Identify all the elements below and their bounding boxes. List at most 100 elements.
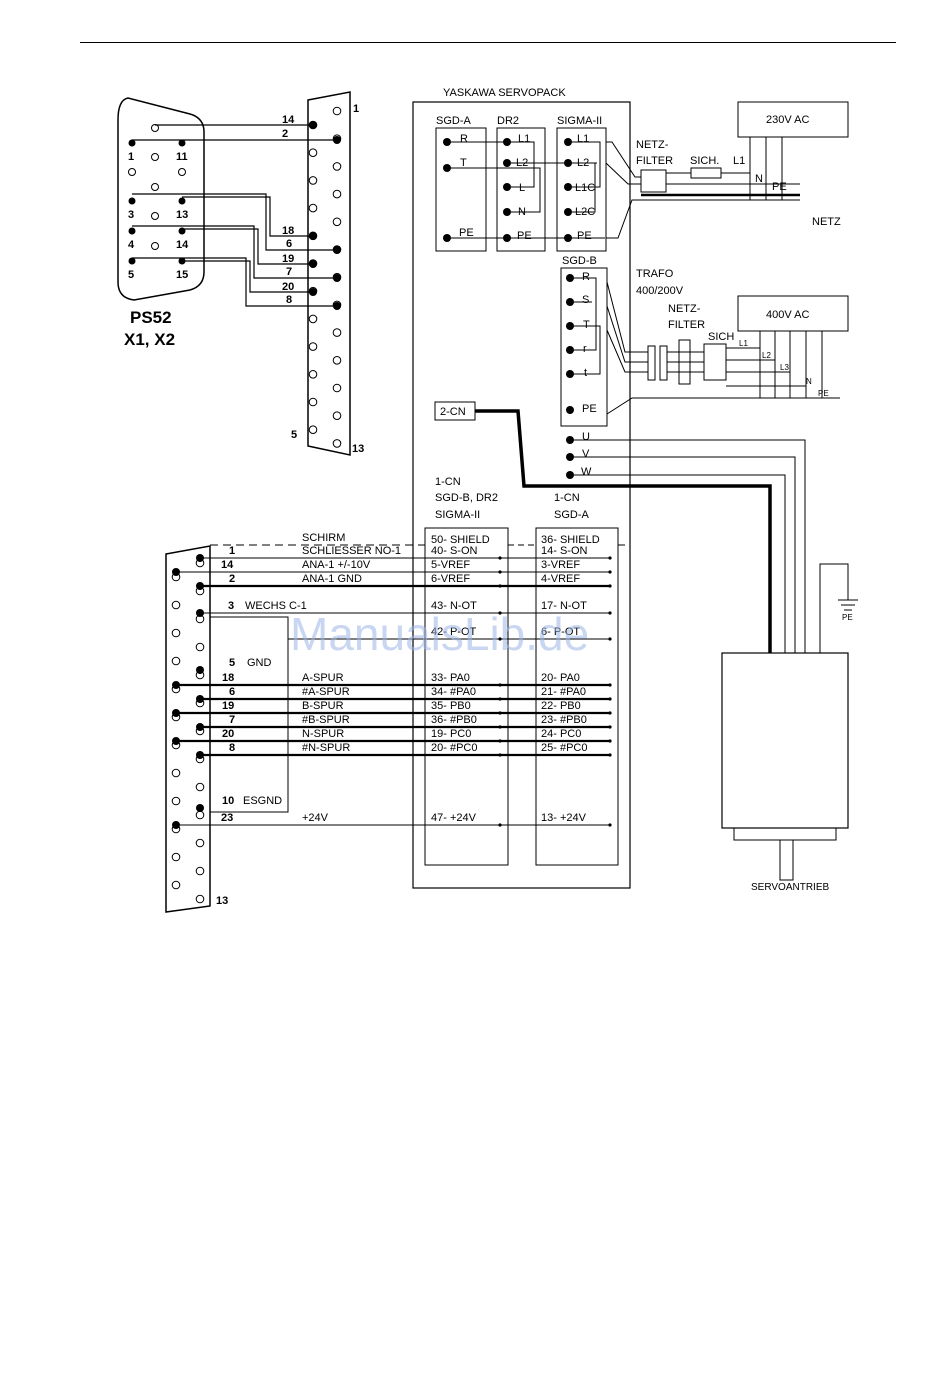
dr2-pe: PE — [517, 230, 532, 242]
sich1-fuse — [690, 167, 722, 179]
top-pin-active — [309, 288, 317, 296]
signal-pin: 7 — [229, 714, 235, 726]
top-pin — [332, 106, 342, 116]
servo-motor — [721, 652, 849, 829]
bottom-pin — [195, 894, 205, 904]
signal-name: GND — [247, 657, 272, 669]
power-jumpers — [451, 141, 605, 239]
top-pin — [308, 370, 318, 379]
top-pin — [308, 203, 318, 213]
ps52-wires — [132, 124, 337, 307]
dr2-l: L — [519, 182, 525, 194]
bottom-pin — [195, 838, 205, 848]
bottom-pin — [171, 796, 181, 806]
sgd-b-t: T — [583, 319, 590, 331]
cn1-left-block — [424, 527, 509, 866]
netzfilter2-l2: FILTER — [668, 319, 705, 331]
signal-node — [498, 753, 502, 757]
sgd-b-label: SGD-B — [562, 255, 597, 267]
signal-node — [608, 637, 612, 641]
cn1-right-block — [535, 527, 619, 866]
cn1-left-l1: 1-CN — [435, 476, 461, 488]
signal-left: 42- P-OT — [431, 626, 477, 638]
top-pin — [332, 162, 342, 171]
signal-node — [608, 823, 612, 827]
signal-node — [608, 697, 612, 701]
signal-node — [608, 683, 612, 687]
top-pin — [308, 148, 318, 157]
bottom-connector-shell — [165, 545, 211, 913]
signal-left: 5-VREF — [431, 559, 470, 571]
bottom-end-13: 13 — [216, 895, 228, 907]
sich2-label: SICH — [708, 331, 734, 343]
top-pin — [308, 397, 318, 407]
netz-label: NETZ — [812, 216, 841, 228]
shield-right: 36- SHIELD — [541, 534, 600, 546]
ps52-pin-13: 13 — [176, 209, 188, 221]
sgd-b-r: R — [582, 271, 590, 283]
signal-node — [608, 711, 612, 715]
ps52-pin-5: 5 — [128, 269, 134, 281]
signal-right: 6- P-OT — [541, 626, 580, 638]
sgd-b-r2: r — [583, 343, 587, 355]
signal-right: 14- S-ON — [541, 545, 588, 557]
l1-label: L1 — [733, 155, 745, 167]
signal-node — [498, 637, 502, 641]
top-pin-active — [309, 121, 317, 129]
ps52-pin-14: 14 — [176, 239, 189, 251]
servo-shaft — [779, 839, 794, 881]
top-pin — [308, 425, 318, 435]
l1-400-label: L1 — [739, 339, 748, 348]
signal-row: 42- P-OT 6- P-OT — [288, 626, 612, 641]
bottom-pin — [195, 782, 205, 792]
signal-node — [498, 584, 502, 588]
signal-left: 47- +24V — [431, 812, 477, 824]
top-pin — [308, 342, 318, 351]
ac400-label: 400V AC — [766, 309, 809, 321]
dr2-label: DR2 — [497, 115, 519, 127]
signal-name: SCHLIESSER NO-1 — [302, 545, 401, 557]
dr2-l1: L1 — [518, 133, 530, 145]
top-pin — [308, 176, 318, 185]
ps52-ports: X1, X2 — [124, 330, 175, 349]
top-pin-active — [333, 246, 341, 254]
signal-node — [498, 697, 502, 701]
signal-pin-dot — [196, 804, 204, 812]
signal-left: 19- PC0 — [431, 728, 471, 740]
ac230-label: 230V AC — [766, 114, 809, 126]
shield-left: 50- SHIELD — [431, 534, 490, 546]
top-pin — [308, 314, 318, 324]
top-pin — [332, 439, 342, 448]
motor-terminal-dots — [566, 436, 574, 479]
top-pin — [332, 383, 342, 393]
signal-left: 33- PA0 — [431, 672, 470, 684]
dr2-block — [496, 127, 546, 252]
signal-row: 1 SCHLIESSER NO-1 40- S-ON 14- S-ON — [196, 545, 612, 562]
signal-pin: 1 — [229, 545, 235, 557]
signal-right: 23- #PB0 — [541, 714, 587, 726]
cn1-right-l2: SGD-A — [554, 509, 590, 521]
signal-pin: 5 — [229, 657, 235, 669]
signal-name: #A-SPUR — [302, 686, 350, 698]
signal-right: 20- PA0 — [541, 672, 580, 684]
sgd-a-label: SGD-A — [436, 115, 472, 127]
top-num-2: 2 — [282, 128, 288, 140]
top-num-19: 19 — [282, 253, 294, 265]
ps52-pin-3: 3 — [128, 209, 134, 221]
signal-pin: 23 — [221, 812, 233, 824]
signal-left: 40- S-ON — [431, 545, 478, 557]
sgd-b-jumpers — [574, 277, 601, 375]
signal-node — [608, 725, 612, 729]
pe-ground-label: PE — [842, 613, 853, 622]
shield-label: SCHIRM — [302, 532, 345, 544]
bottom-pin — [195, 642, 205, 652]
signal-right: 4-VREF — [541, 573, 580, 585]
sgd-a-t: T — [460, 157, 467, 169]
